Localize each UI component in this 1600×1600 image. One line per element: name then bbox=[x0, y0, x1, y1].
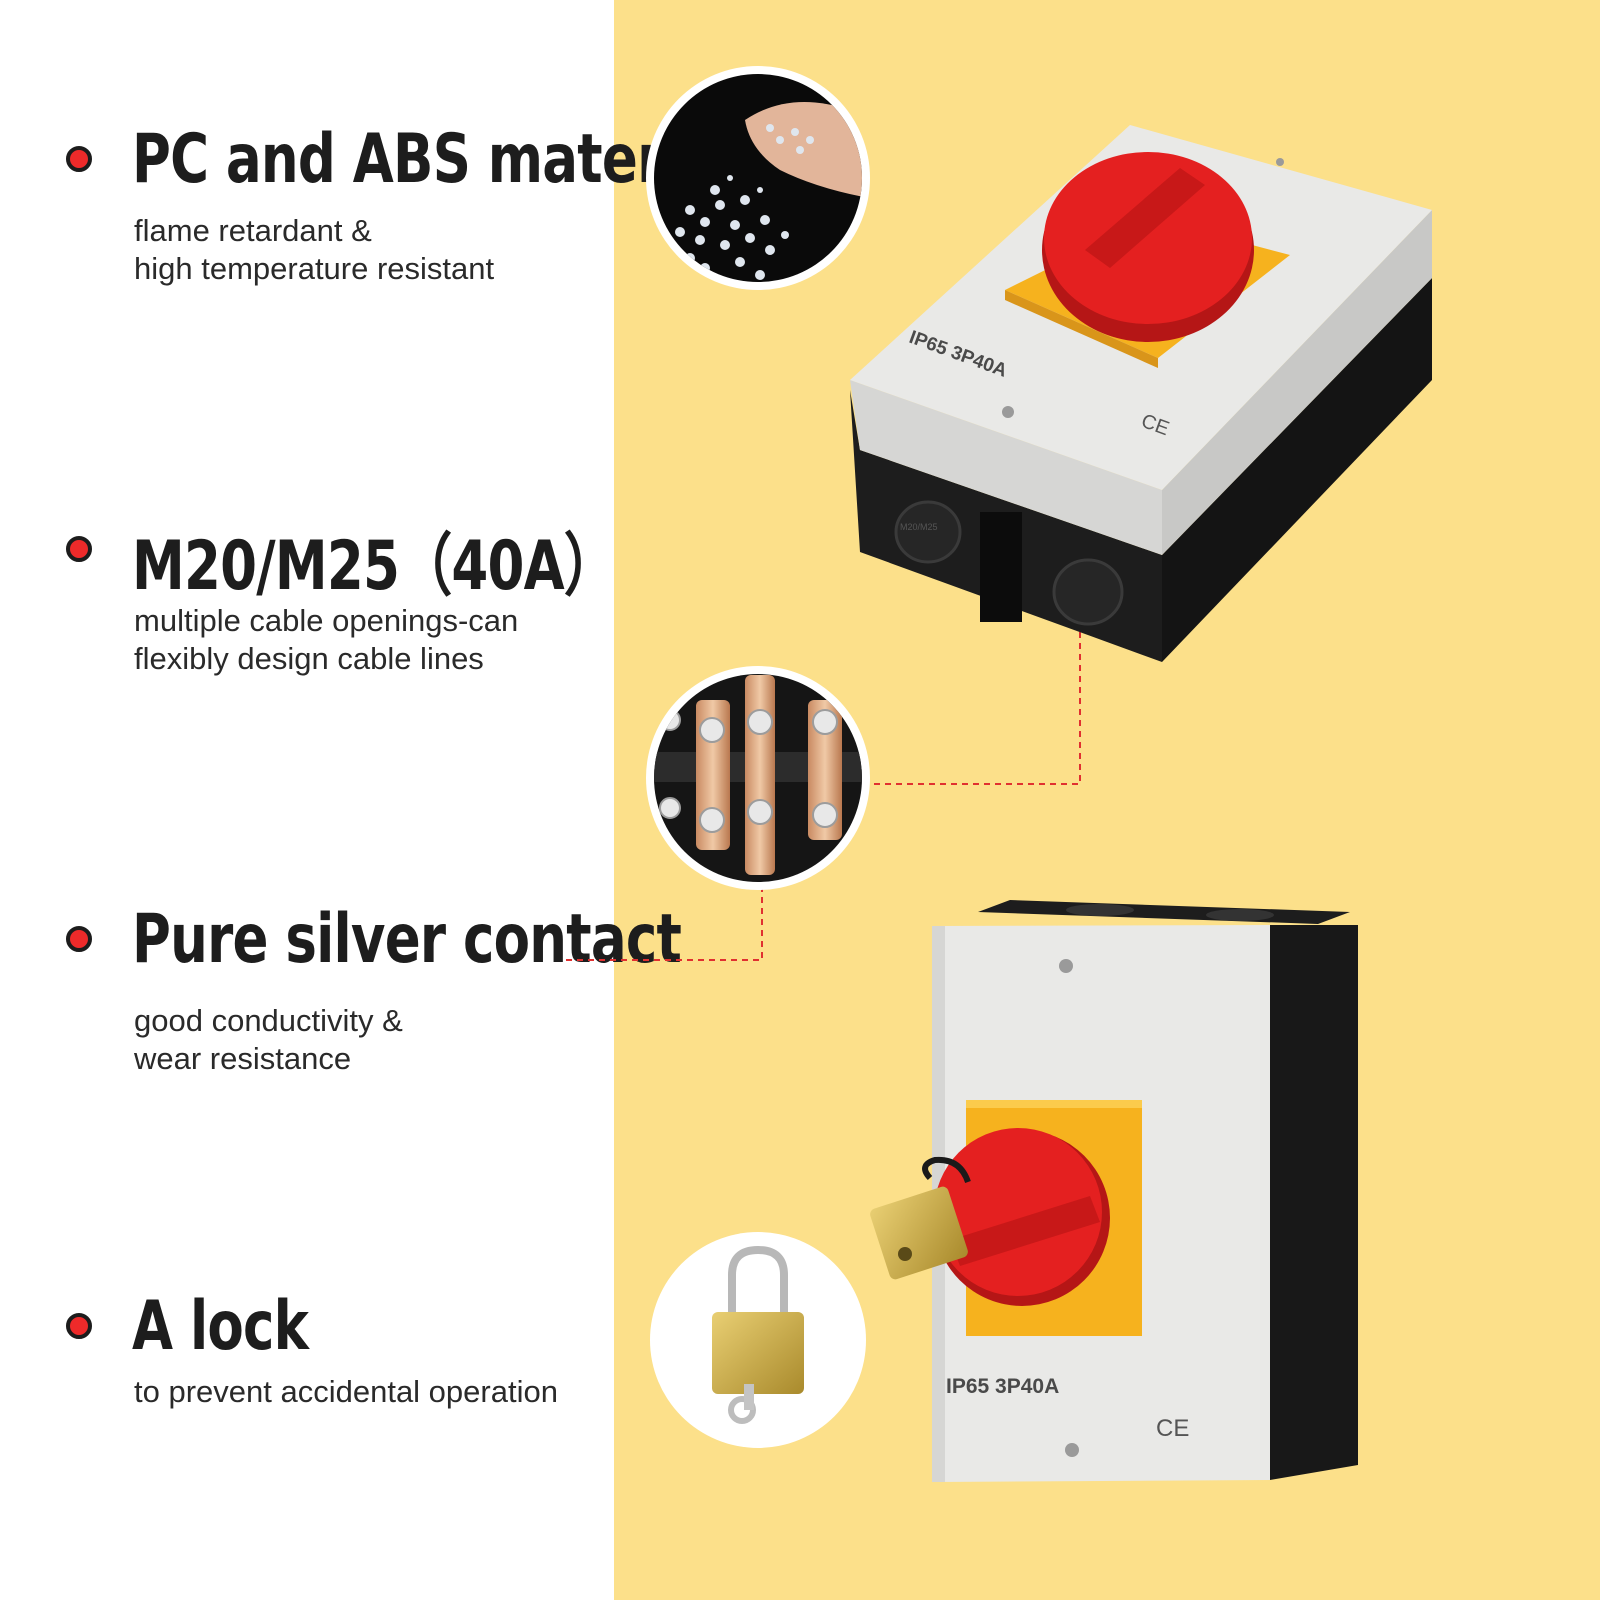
feature-description-line: to prevent accidental operation bbox=[134, 1374, 558, 1409]
top-gland-label: M20/M25 bbox=[900, 522, 938, 532]
padlock-icon bbox=[650, 1232, 866, 1448]
plastic-pellets-icon bbox=[646, 66, 870, 290]
bottom-rating-label: IP65 3P40A bbox=[946, 1375, 1059, 1398]
feature-title: Pure silver contact bbox=[132, 900, 682, 979]
red-dot-icon bbox=[66, 536, 92, 562]
red-dot-icon bbox=[66, 1313, 92, 1339]
feature-title: M20/M25（40A） bbox=[132, 527, 617, 606]
feature-title: PC and ABS material bbox=[132, 120, 733, 199]
feature-description: flame retardant & high temperature resis… bbox=[134, 212, 654, 288]
feature-description-line: flame retardant & bbox=[134, 213, 372, 248]
feature-description-line: flexibly design cable lines bbox=[134, 641, 484, 676]
bottom-ce-mark: CE bbox=[1156, 1415, 1189, 1442]
silver-contacts-icon bbox=[646, 666, 870, 890]
feature-description-line: wear resistance bbox=[134, 1041, 352, 1076]
leader-line-cable bbox=[868, 632, 1081, 785]
feature-description: good conductivity & wear resistance bbox=[134, 1002, 654, 1078]
feature-description: multiple cable openings-can flexibly des… bbox=[134, 602, 654, 678]
top-switch-enclosure: IP65 3P40A CE M20/M25 bbox=[850, 125, 1432, 662]
feature-description-line: good conductivity & bbox=[134, 1003, 403, 1038]
bottom-switch-enclosure: IP65 3P40A CE bbox=[870, 900, 1358, 1482]
leader-line-contact bbox=[566, 886, 763, 961]
feature-description: to prevent accidental operation bbox=[134, 1373, 654, 1411]
feature-title: A lock bbox=[132, 1287, 309, 1366]
red-dot-icon bbox=[66, 926, 92, 952]
feature-description-line: high temperature resistant bbox=[134, 251, 495, 286]
feature-description-line: multiple cable openings-can bbox=[134, 603, 519, 638]
leader-lines bbox=[566, 632, 1081, 961]
red-dot-icon bbox=[66, 146, 92, 172]
